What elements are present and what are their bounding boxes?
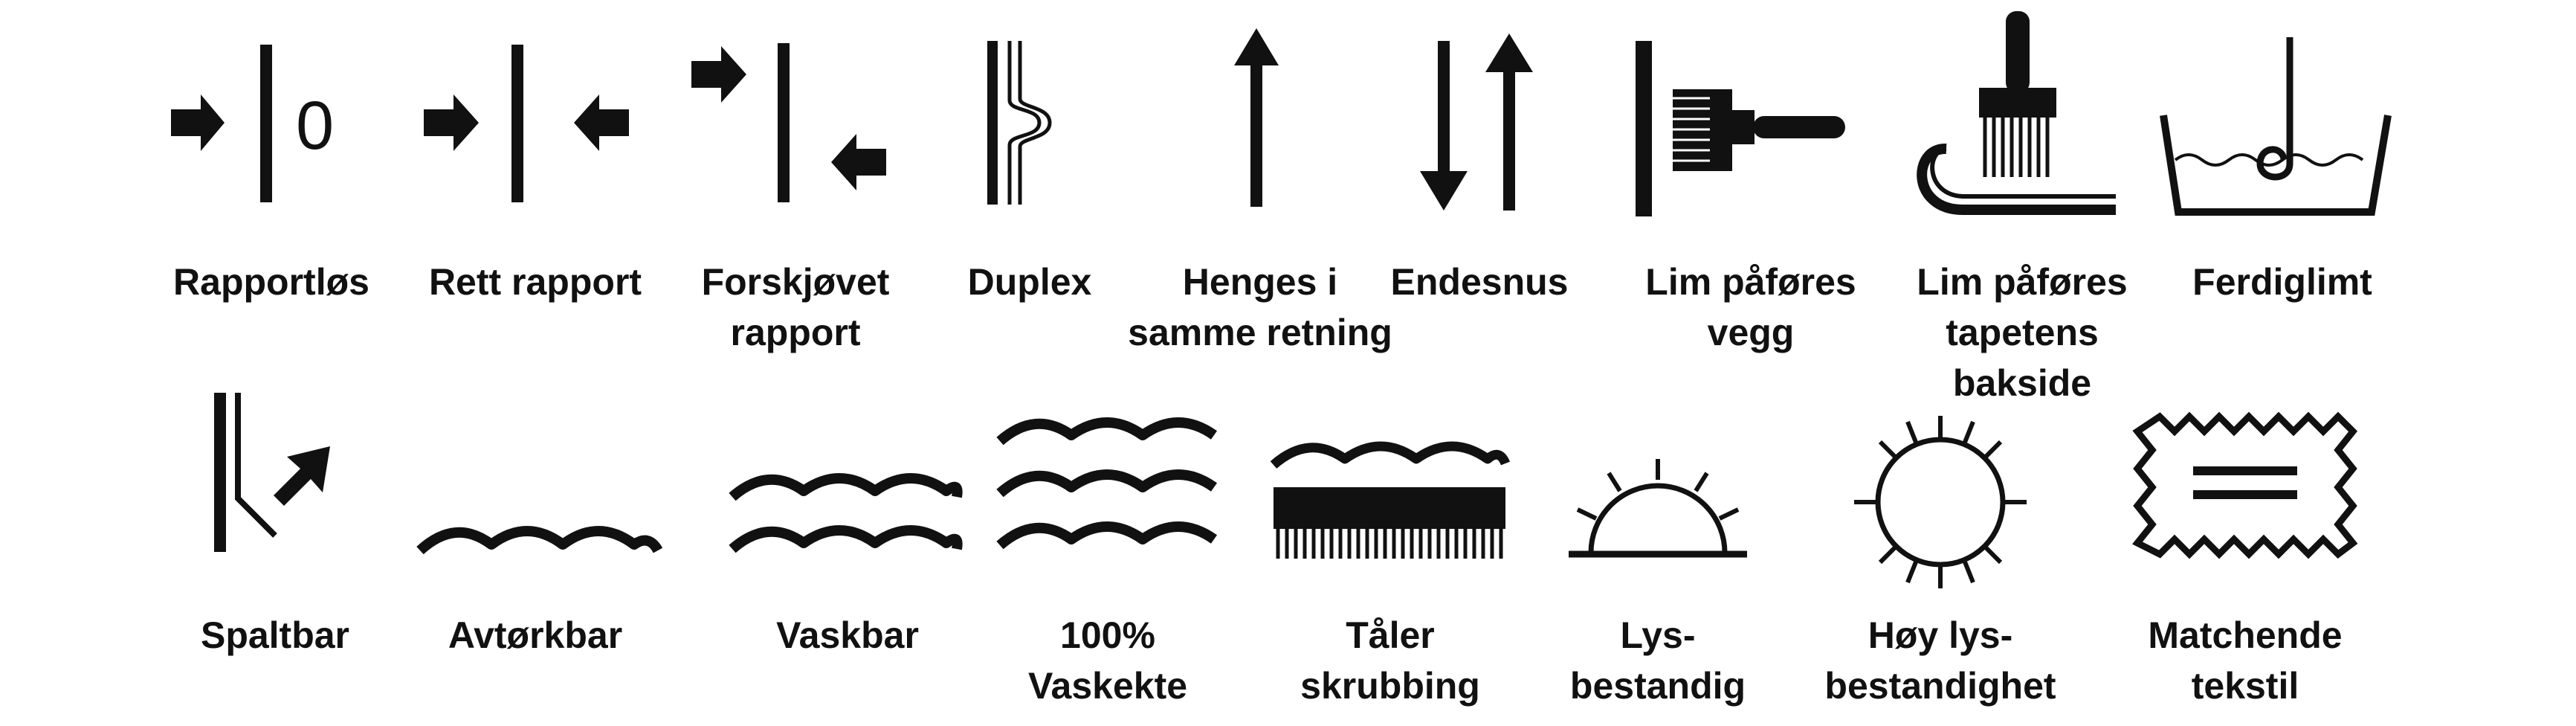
- henges-i-samme-retning-icon: [1234, 28, 1279, 207]
- label-line: Henges i: [1182, 261, 1338, 303]
- label-line: Spaltbar: [200, 614, 350, 656]
- label-line: Tåler: [1346, 614, 1435, 656]
- label-endesnus: Endesnus: [1375, 257, 1584, 307]
- forskjovet-rapport-icon: [691, 43, 886, 202]
- label-avtorkbar: Avtørkbar: [424, 610, 647, 661]
- label-line: Endesnus: [1390, 261, 1569, 303]
- lim-pafores-vegg-icon: [1636, 41, 1845, 216]
- label-line: samme retning: [1128, 312, 1392, 353]
- label-rett-rapport: Rett rapport: [401, 257, 669, 307]
- avtorkbar-icon: [416, 526, 663, 555]
- label-line: Vaskbar: [776, 614, 919, 656]
- label-rapportlos: Rapportløs: [149, 257, 394, 307]
- label-hoy-lysbestandighet: Høy lys-bestandighet: [1814, 610, 2067, 711]
- label-line: skrubbing: [1300, 665, 1480, 707]
- spaltbar-icon: [214, 393, 330, 552]
- label-ferdiglimt: Ferdiglimt: [2156, 257, 2409, 307]
- label-line: Matchende: [2148, 614, 2343, 656]
- label-spaltbar: Spaltbar: [164, 610, 387, 661]
- label-duplex: Duplex: [944, 257, 1115, 307]
- label-line: Rapportløs: [173, 261, 369, 303]
- label-line: Duplex: [967, 261, 1092, 303]
- label-line: tapetens: [1946, 312, 2099, 353]
- label-line: Lys-: [1620, 614, 1696, 656]
- label-line: vegg: [1707, 312, 1795, 353]
- rett-rapport-icon: [424, 45, 629, 202]
- rapportlos-digit: 0: [296, 88, 334, 164]
- label-forskjovet-rapport: Forskjøvet rapport: [669, 257, 922, 358]
- 100-vaskekte-icon: [996, 417, 1218, 550]
- label-line: Lim påføres: [1645, 261, 1856, 303]
- label-line: Vaskekte: [1027, 665, 1188, 707]
- lysbestandig-icon: [1569, 459, 1747, 558]
- hoy-lysbestandighet-icon: [1854, 416, 2027, 588]
- label-100-vaskekte: 100% Vaskekte: [996, 610, 1219, 711]
- label-lim-pafores-tapetens-bakside: Lim påføres tapetens bakside: [1888, 257, 2156, 408]
- endesnus-icon: [1420, 33, 1533, 211]
- label-taler-skrubbing: Tåler skrubbing: [1279, 610, 1502, 711]
- label-lysbestandig: Lys-bestandig: [1546, 610, 1769, 711]
- label-line: Lim påføres: [1917, 261, 2128, 303]
- label-line: bestandig: [1569, 665, 1746, 707]
- vaskbar-icon: [729, 473, 963, 553]
- label-line: Avtørkbar: [448, 614, 623, 656]
- label-vaskbar: Vaskbar: [736, 610, 959, 661]
- matchende-tekstil-icon: [2132, 411, 2358, 559]
- label-matchende-tekstil: Matchende tekstil: [2119, 610, 2372, 711]
- label-line: 100%: [1060, 614, 1155, 656]
- taler-skrubbing-icon: [1270, 441, 1511, 559]
- rapportlos-icon: 0: [171, 45, 334, 202]
- label-line: Rett rapport: [428, 261, 642, 303]
- duplex-icon: [987, 41, 1052, 205]
- ferdiglimt-icon: [2160, 37, 2392, 216]
- label-line: bestandighet: [1824, 665, 2056, 707]
- label-line: tekstil: [2191, 665, 2299, 707]
- label-line: Forskjøvet: [701, 261, 890, 303]
- label-lim-pafores-vegg: Lim påføres vegg: [1617, 257, 1885, 358]
- label-line: Ferdiglimt: [2192, 261, 2372, 303]
- label-line: rapport: [730, 312, 861, 353]
- label-henges-i-samme-retning: Henges i samme retning: [1093, 257, 1427, 358]
- lim-pafores-tapetens-bakside-icon: [1917, 11, 2116, 215]
- label-line: Høy lys-: [1868, 614, 2013, 656]
- label-line: bakside: [1952, 362, 2092, 404]
